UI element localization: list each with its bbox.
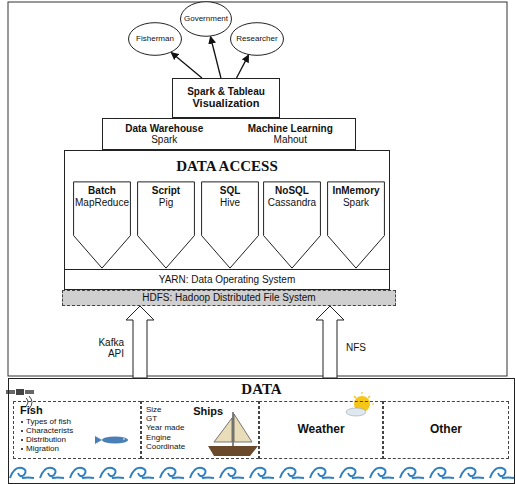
node-title: Ships	[193, 405, 223, 418]
sun-cloud-icon	[346, 392, 374, 416]
outline	[129, 23, 182, 56]
node-title: Batch	[88, 185, 116, 197]
arrow-label: Kafka API	[90, 337, 124, 360]
arrow-label: NFS	[346, 342, 380, 354]
tool-pentagon: NoSQLCassandra	[263, 181, 321, 269]
outline	[264, 182, 321, 268]
node-title: Spark & Tableau	[187, 86, 265, 98]
fish-icon	[95, 436, 128, 444]
layer-box: FishTypes of fishCharacteristsDistributi…	[13, 401, 141, 459]
node-text: GT	[146, 414, 157, 423]
layer-box: HDFS: Hadoop Distributed File System	[62, 290, 396, 306]
node-text: Hive	[220, 197, 240, 209]
layer-box: Other	[383, 401, 509, 459]
node-title: Weather	[297, 423, 344, 437]
node-text: Types of fish	[20, 417, 71, 426]
node-text: Mahout	[274, 134, 307, 146]
node-text: Coordinate	[146, 442, 185, 451]
node-title: Other	[430, 423, 462, 437]
node-title: NoSQL	[275, 185, 309, 197]
layer-box: DATA FishTypes of fishCharacteristsDistri…	[8, 378, 515, 484]
tool-pentagon: ScriptPig	[137, 181, 195, 269]
node-text: Spark	[151, 134, 177, 146]
node-title: Fisherman	[136, 34, 174, 43]
outline	[202, 182, 259, 268]
node-text: Pig	[159, 197, 173, 209]
wave-band	[8, 461, 515, 483]
role-circle: Researcher	[230, 22, 284, 56]
node-text: MapReduce	[75, 197, 129, 209]
node-title: InMemory	[332, 185, 379, 197]
node-title: Government	[184, 14, 228, 23]
layer-box: Weather	[259, 401, 383, 459]
node-title: DATA ACCESS	[176, 158, 278, 175]
arrow-line	[210, 37, 220, 78]
node-title: YARN: Data Operating System	[159, 274, 296, 286]
ship-icon	[208, 412, 258, 456]
node-title: Fish	[20, 404, 43, 417]
outline	[74, 182, 131, 268]
block-arrow	[316, 306, 344, 378]
node-title: SQL	[220, 185, 241, 197]
outline	[328, 182, 385, 268]
layer-box: Data WarehouseSpark Machine LearningMahou…	[102, 118, 356, 150]
node-title: Script	[152, 185, 180, 197]
node-text: Characterists	[20, 426, 73, 435]
node-text: Cassandra	[268, 197, 316, 209]
node-text: Year made	[146, 423, 184, 432]
layer-box: Spark & TableauVisualization	[172, 78, 280, 118]
node-text: Size	[146, 405, 162, 414]
layer-box: YARN: Data Operating System	[65, 269, 389, 289]
node-text: Migration	[20, 444, 59, 453]
arrow-line	[171, 53, 202, 78]
node-text: Visualization	[192, 97, 259, 110]
outline	[231, 23, 284, 56]
node-title: DATA	[241, 381, 281, 398]
node-title: Researcher	[236, 34, 277, 43]
node-text: Distribution	[20, 435, 66, 444]
tool-pentagon: InMemorySpark	[327, 181, 385, 269]
node-text: Spark	[343, 197, 369, 209]
tool-pentagon: SQLHive	[201, 181, 259, 269]
node-title: Data Warehouse	[125, 123, 203, 135]
layer-box: DATA ACCESSBatchMapReduceScriptPigSQLHiv…	[64, 150, 390, 290]
block-arrow	[126, 306, 154, 378]
node-title: HDFS: Hadoop Distributed File System	[142, 292, 315, 304]
layer-box: SizeGTYear madeEngineCoordinate Ships	[141, 401, 259, 459]
role-circle: Government	[180, 1, 232, 37]
arrow-line	[237, 55, 249, 78]
outer-frame	[8, 2, 507, 376]
tool-pentagon: BatchMapReduce	[73, 181, 131, 269]
role-circle: Fisherman	[128, 22, 182, 56]
node-text: Engine	[146, 433, 171, 442]
outline	[181, 2, 232, 37]
node-text: Machine Learning	[248, 123, 333, 135]
outline	[138, 182, 195, 268]
